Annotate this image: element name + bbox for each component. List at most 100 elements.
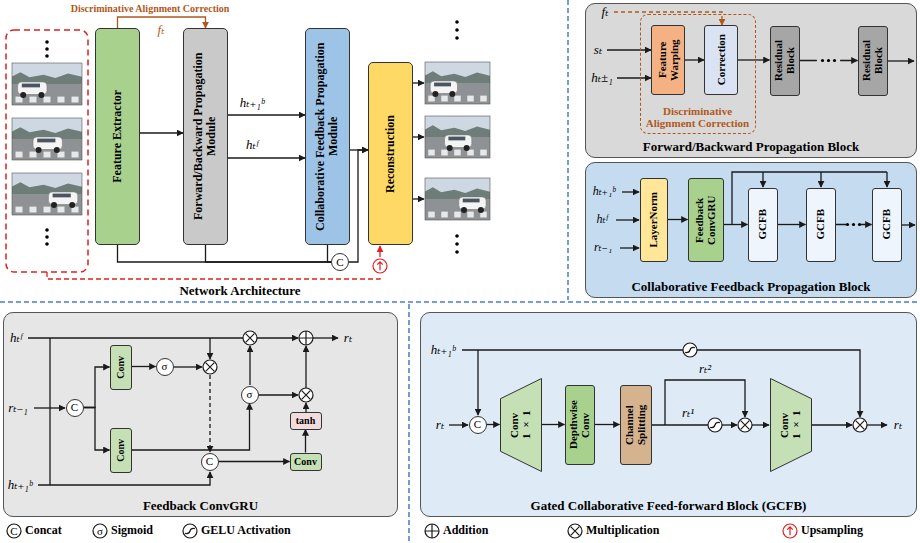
signal-label: rₜ² [699, 362, 711, 376]
symbol-ring [783, 524, 797, 538]
signal-label: rₜ₋₁ [594, 241, 612, 254]
signal-label: hₜ₊₁ᵇ [593, 185, 616, 198]
add-symbol [299, 331, 313, 345]
wire [888, 60, 914, 61]
symbol-ring [853, 418, 867, 432]
connector [542, 424, 565, 425]
wire [617, 77, 651, 78]
wire [812, 424, 852, 425]
node-label: C [206, 456, 213, 467]
wire [697, 350, 860, 417]
ellipsis-dot [45, 40, 49, 44]
connector [487, 424, 500, 425]
wire [249, 346, 250, 385]
node-label: LayerNorm [647, 192, 659, 248]
frame-wheel [20, 92, 26, 98]
layernorm-box: LayerNorm [640, 178, 668, 262]
mul-symbol [738, 418, 752, 432]
sigmoid-circle: σ [241, 386, 259, 404]
node-label: Conv [294, 456, 317, 467]
frame-car-window [37, 139, 55, 143]
connector [228, 157, 305, 158]
panel-fill [3, 312, 398, 517]
symbol-mark [377, 262, 383, 270]
block-heading: Feedback ConvGRU [6, 499, 395, 513]
node-label: σ [162, 361, 168, 372]
legend-text: Addition [443, 523, 488, 537]
add-symbol [425, 524, 439, 538]
connector [800, 60, 858, 61]
frame-crosswalk [428, 150, 435, 156]
ellipsis-dot [858, 223, 861, 226]
symbol-mark [856, 421, 865, 430]
frame-crosswalk [16, 97, 23, 103]
frame-wheel [51, 202, 57, 208]
node-label: Forward/Backward Propagation Module [192, 33, 218, 240]
legend-item: Sigmoid [111, 524, 153, 537]
symbol-ring [243, 331, 257, 345]
feature-extractor-box: Feature Extractor [95, 28, 140, 245]
frame-car-window [448, 137, 465, 141]
ellipsis-dot [45, 242, 49, 246]
wire [820, 172, 821, 187]
operator-symbols [7, 259, 867, 538]
wire [413, 82, 424, 83]
edge-label: hₜ₊₁ᵇ [239, 96, 266, 110]
correction-box: Correction [704, 25, 738, 95]
connector [836, 224, 872, 225]
connector [84, 367, 110, 408]
wire [257, 337, 298, 338]
ellipsis-dot [821, 59, 824, 62]
signal-label: hₜᶠ [10, 331, 22, 345]
signal-label: hₜ±₁ [591, 71, 612, 85]
conv-box: Conv [110, 428, 132, 473]
ellipsis-dot [833, 59, 836, 62]
frame-car-window [53, 194, 71, 198]
wire [867, 424, 887, 425]
frame-sky [12, 118, 82, 160]
node-label: GCFB [756, 209, 768, 240]
ellipsis-dot [45, 228, 49, 232]
wire [762, 172, 763, 187]
frame-wheel [461, 207, 467, 213]
trapezoid-outline [500, 378, 542, 472]
frame-car-window [463, 199, 480, 203]
split-box: Channel Splitting [620, 385, 652, 465]
frame-crosswalk [428, 96, 435, 102]
node-label: tanh [296, 415, 315, 426]
dashed-separator [567, 0, 569, 300]
block-panel: Forward/Backward Propagation BlockDiscri… [585, 3, 917, 158]
wire [620, 247, 639, 248]
input-frames-box [6, 30, 88, 272]
signal-label: sₜ [594, 43, 602, 57]
frame-crosswalk [30, 207, 37, 213]
wire [477, 350, 478, 415]
node-label: Residual Block [860, 31, 884, 91]
propagation-module-box: Forward/Backward Propagation Module [183, 28, 228, 245]
signal-label: fₜ [602, 5, 609, 19]
panel-fills [3, 3, 917, 517]
symbol-ring [93, 524, 107, 538]
alignment-group: Discriminative Alignment CorrectionFeatu… [640, 14, 756, 134]
wire [313, 337, 338, 338]
gelu-symbol [683, 343, 697, 357]
wires [28, 12, 915, 485]
frame-crosswalk [58, 97, 65, 103]
video-frame [425, 178, 490, 220]
symbol-ring [183, 524, 197, 538]
symbol-ring [373, 259, 387, 273]
depthwise-box: Depthwise Conv [565, 385, 595, 465]
panel-fill [585, 162, 917, 298]
symbol-mark [246, 334, 255, 343]
wire [259, 394, 298, 395]
connector [724, 224, 748, 225]
frame-crosswalk [467, 150, 474, 156]
ellipsis-dot [455, 20, 459, 24]
figure-caption: Network Architecture [179, 284, 300, 298]
node-label: Feature Warping [656, 30, 680, 90]
